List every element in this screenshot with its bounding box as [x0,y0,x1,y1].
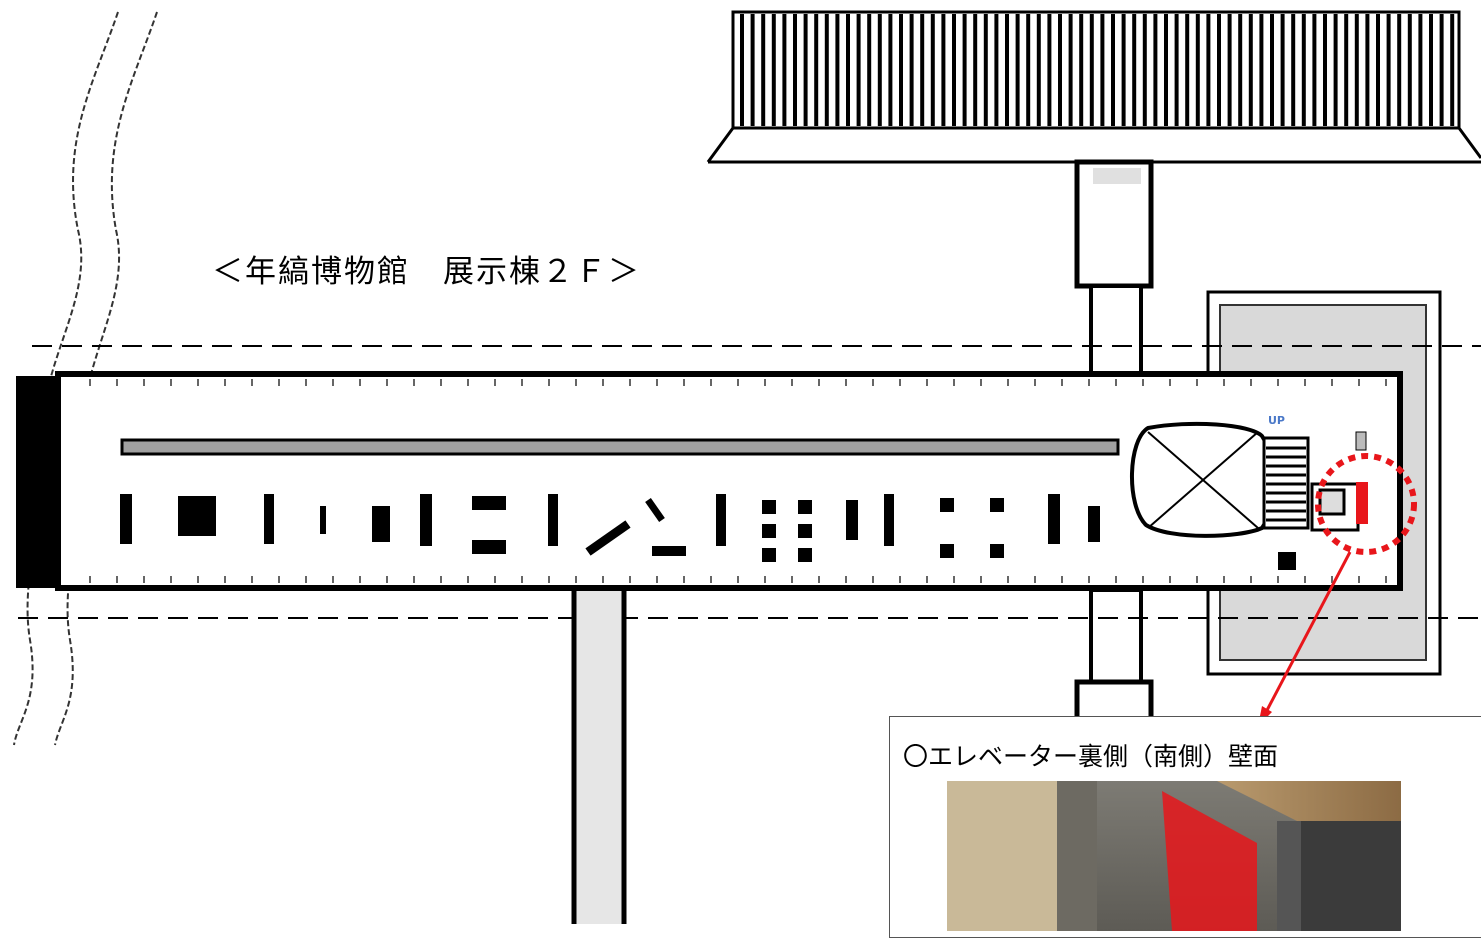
wall-photo [947,781,1401,931]
stair-up-label: UP [1268,414,1285,427]
plan-title: ＜年縞博物館 展示棟２Ｆ＞ [212,254,641,290]
stair [1262,436,1310,530]
highlight-circle [1315,453,1417,555]
void-opening [1129,421,1274,538]
dashed-outline [18,345,1481,619]
north-building [706,10,1481,164]
target-area-highlight [1162,791,1257,931]
long-display-wall [120,438,1120,456]
bridge-south [1074,588,1154,725]
callout-title: 〇エレベーター裏側（南側）壁面 [903,742,1279,771]
callout-box: 〇エレベーター裏側（南側）壁面 [889,716,1481,938]
gallery-hall [16,371,1403,591]
south-column [571,585,627,924]
bridge-north [1074,159,1154,378]
target-wall-marker [1356,482,1368,524]
